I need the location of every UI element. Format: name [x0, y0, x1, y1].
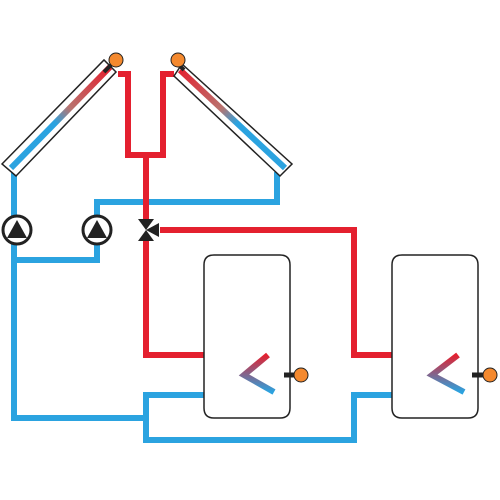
temperature-sensor-icon [293, 367, 309, 383]
pump-left [1, 214, 33, 246]
hot-pipe-collector-right [146, 71, 174, 158]
temperature-sensor-icon [482, 367, 498, 383]
storage-tank-icon [391, 254, 479, 419]
temperature-sensor-icon [108, 52, 124, 68]
collector-sensor-left [102, 52, 124, 74]
collector-left [0, 58, 118, 178]
three-way-valve-icon [138, 219, 154, 230]
collector-right [173, 62, 294, 178]
storage-tank-left [203, 254, 309, 419]
collector-left-absorber [8, 64, 113, 171]
pump-middle [81, 214, 113, 246]
storage-tank-right [391, 254, 498, 419]
hot-pipe-collector-left [118, 71, 146, 158]
collector-sensor-right [170, 52, 186, 72]
tank-sensor-left [284, 367, 309, 383]
temperature-sensor-icon [170, 52, 186, 68]
storage-tank-icon [203, 254, 291, 419]
cold-pipe-collector-right [14, 172, 280, 263]
tank-left-heat-coil [238, 352, 276, 395]
tank-right-heat-coil [426, 352, 466, 395]
collector-right-absorber [177, 67, 288, 171]
tank-sensor-right [472, 367, 498, 383]
three-way-valve [138, 219, 159, 241]
